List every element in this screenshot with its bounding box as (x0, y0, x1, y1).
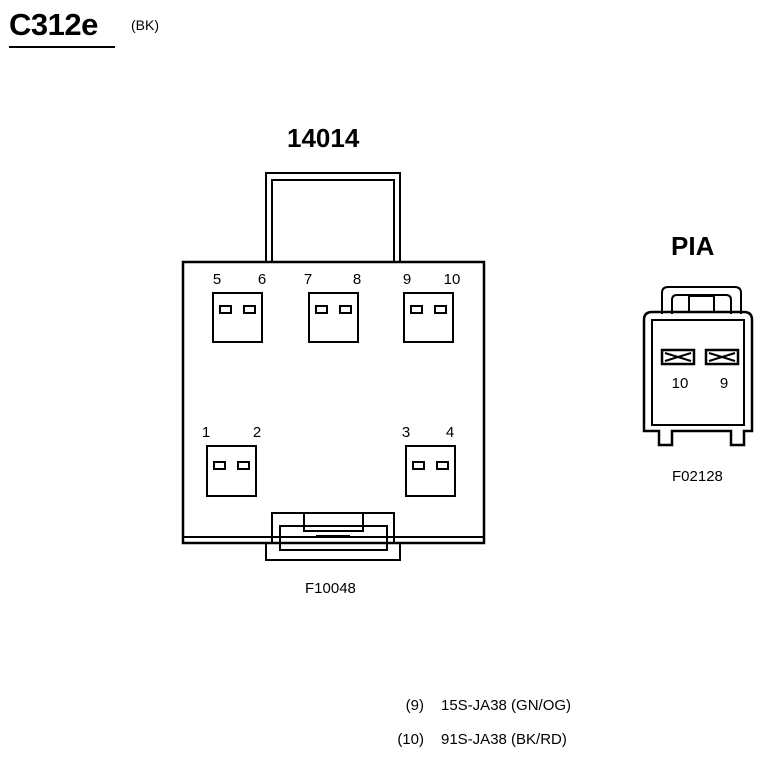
circuit-description: 91S-JA38 (BK/RD) (441, 731, 567, 748)
pia-connector-face (642, 286, 754, 447)
connector-id-underline (9, 46, 115, 48)
main-connector-part-number: 14014 (287, 123, 360, 153)
pia-connector-body (642, 310, 754, 447)
pin-number-7: 7 (303, 271, 313, 288)
main-connector-top-latch-outer (265, 172, 401, 262)
pia-cavity-pin-9 (704, 348, 740, 366)
pin-number-9: 9 (402, 271, 412, 288)
pia-connector-label: PIA (671, 231, 715, 261)
cavity-pins-7-8 (308, 292, 359, 343)
pin-number-5: 5 (212, 271, 222, 288)
pin-number-1: 1 (201, 424, 211, 441)
connector-color-code: (BK) (131, 17, 159, 33)
main-connector-top-latch-inner (271, 179, 395, 262)
main-connector-body (181, 260, 486, 545)
pin-number-6: 6 (257, 271, 267, 288)
pin-number-2: 2 (252, 424, 262, 441)
pia-pin-number-10: 10 (671, 375, 689, 392)
main-connector-face (181, 172, 486, 561)
cavity-pins-3-4 (405, 445, 456, 497)
pin-number-8: 8 (352, 271, 362, 288)
pin-number-10: 10 (443, 271, 461, 288)
pia-cavity-pin-10 (660, 348, 696, 366)
pia-connector-body-inner (651, 319, 745, 426)
pin-number-4: 4 (445, 424, 455, 441)
circuit-pin: (9) (405, 697, 424, 714)
main-connector-bottom-latch-inner-frame (271, 512, 395, 543)
pia-connector-latch-outer (661, 286, 742, 314)
pia-pin-number-9: 9 (719, 375, 729, 392)
circuit-pin: (10) (397, 731, 424, 748)
circuit-description: 15S-JA38 (GN/OG) (441, 697, 572, 714)
pia-connector-figure-number: F02128 (672, 468, 723, 485)
pia-connector-latch-tab (688, 295, 715, 313)
main-connector-bottom-latch-slot (279, 525, 388, 551)
main-connector-figure-number: F10048 (305, 580, 356, 597)
cavity-pins-9-10 (403, 292, 454, 343)
main-connector-bottom-latch-tab (303, 513, 364, 532)
pin-number-3: 3 (401, 424, 411, 441)
main-connector-bottom-latch-outer (265, 543, 401, 561)
cavity-pins-1-2 (206, 445, 257, 497)
cavity-pins-5-6 (212, 292, 263, 343)
connector-id: C312e (9, 7, 98, 42)
